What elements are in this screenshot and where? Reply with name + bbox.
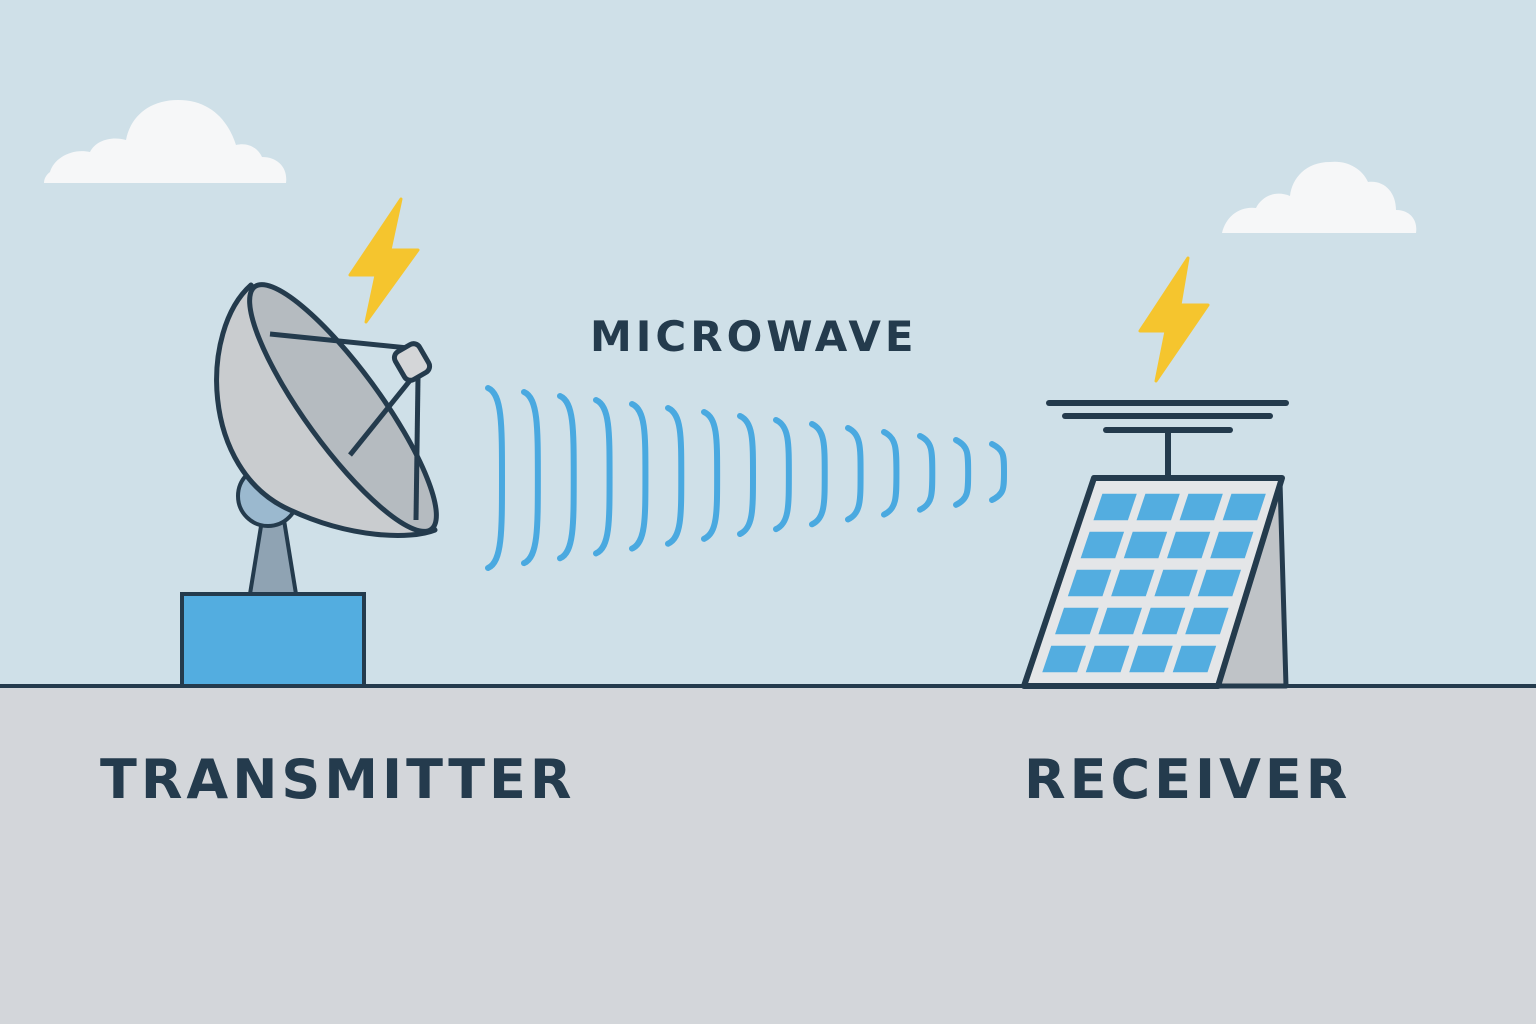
- solar-cell: [1093, 493, 1137, 521]
- microwave-arc: [557, 393, 577, 562]
- lightning-bolt-icon: [348, 197, 420, 324]
- microwave-arc: [629, 401, 649, 552]
- microwave-arc: [737, 413, 756, 537]
- solar-cell: [1210, 531, 1254, 559]
- solar-cells: [1042, 493, 1266, 673]
- solar-cell: [1167, 531, 1211, 559]
- microwave-arc: [917, 433, 936, 513]
- cloud-right: [1222, 161, 1417, 233]
- microwave-arc: [809, 421, 828, 528]
- dish-strut: [348, 376, 414, 457]
- solar-cell: [1129, 645, 1173, 673]
- microwave-arc: [989, 441, 1008, 503]
- transmitter-dish: [180, 282, 439, 688]
- receiver: [1021, 400, 1289, 689]
- microwave-arc: [953, 437, 972, 508]
- microwave-arc: [665, 405, 685, 547]
- microwave-arc: [593, 397, 613, 557]
- solar-cell: [1085, 645, 1130, 673]
- dish-strut: [413, 377, 421, 521]
- solar-cell: [1111, 569, 1155, 597]
- transmitter-base: [180, 592, 366, 688]
- lightning-bolt-icon: [1138, 256, 1210, 383]
- solar-cell: [1185, 607, 1229, 635]
- microwave-arc: [485, 385, 505, 571]
- solar-cell: [1098, 607, 1142, 635]
- microwave-arc: [881, 429, 900, 518]
- dish-rim: [247, 282, 439, 534]
- microwave-label: MICROWAVE: [590, 312, 918, 361]
- solar-cell: [1042, 645, 1086, 673]
- solar-cell: [1154, 569, 1198, 597]
- cloud-left: [44, 100, 287, 183]
- solar-cell: [1067, 569, 1112, 597]
- microwave-arc: [773, 417, 792, 533]
- microwave-beam: [485, 385, 1008, 571]
- solar-cell: [1141, 607, 1186, 635]
- solar-cell: [1123, 531, 1168, 559]
- solar-cell: [1197, 569, 1242, 597]
- dish-strut: [269, 331, 409, 351]
- microwave-arc: [521, 389, 541, 567]
- solar-cell: [1055, 607, 1099, 635]
- solar-cell: [1179, 493, 1223, 521]
- solar-cell: [1172, 645, 1217, 673]
- transmitter-label: TRANSMITTER: [100, 748, 576, 811]
- solar-cell: [1080, 531, 1125, 559]
- microwave-arc: [701, 409, 721, 542]
- feed-horn: [391, 341, 433, 383]
- receiver-label: RECEIVER: [1024, 748, 1352, 811]
- ground: [0, 686, 1536, 1024]
- microwave-arc: [845, 425, 864, 523]
- solar-cell: [1222, 493, 1266, 521]
- solar-cell: [1136, 493, 1180, 521]
